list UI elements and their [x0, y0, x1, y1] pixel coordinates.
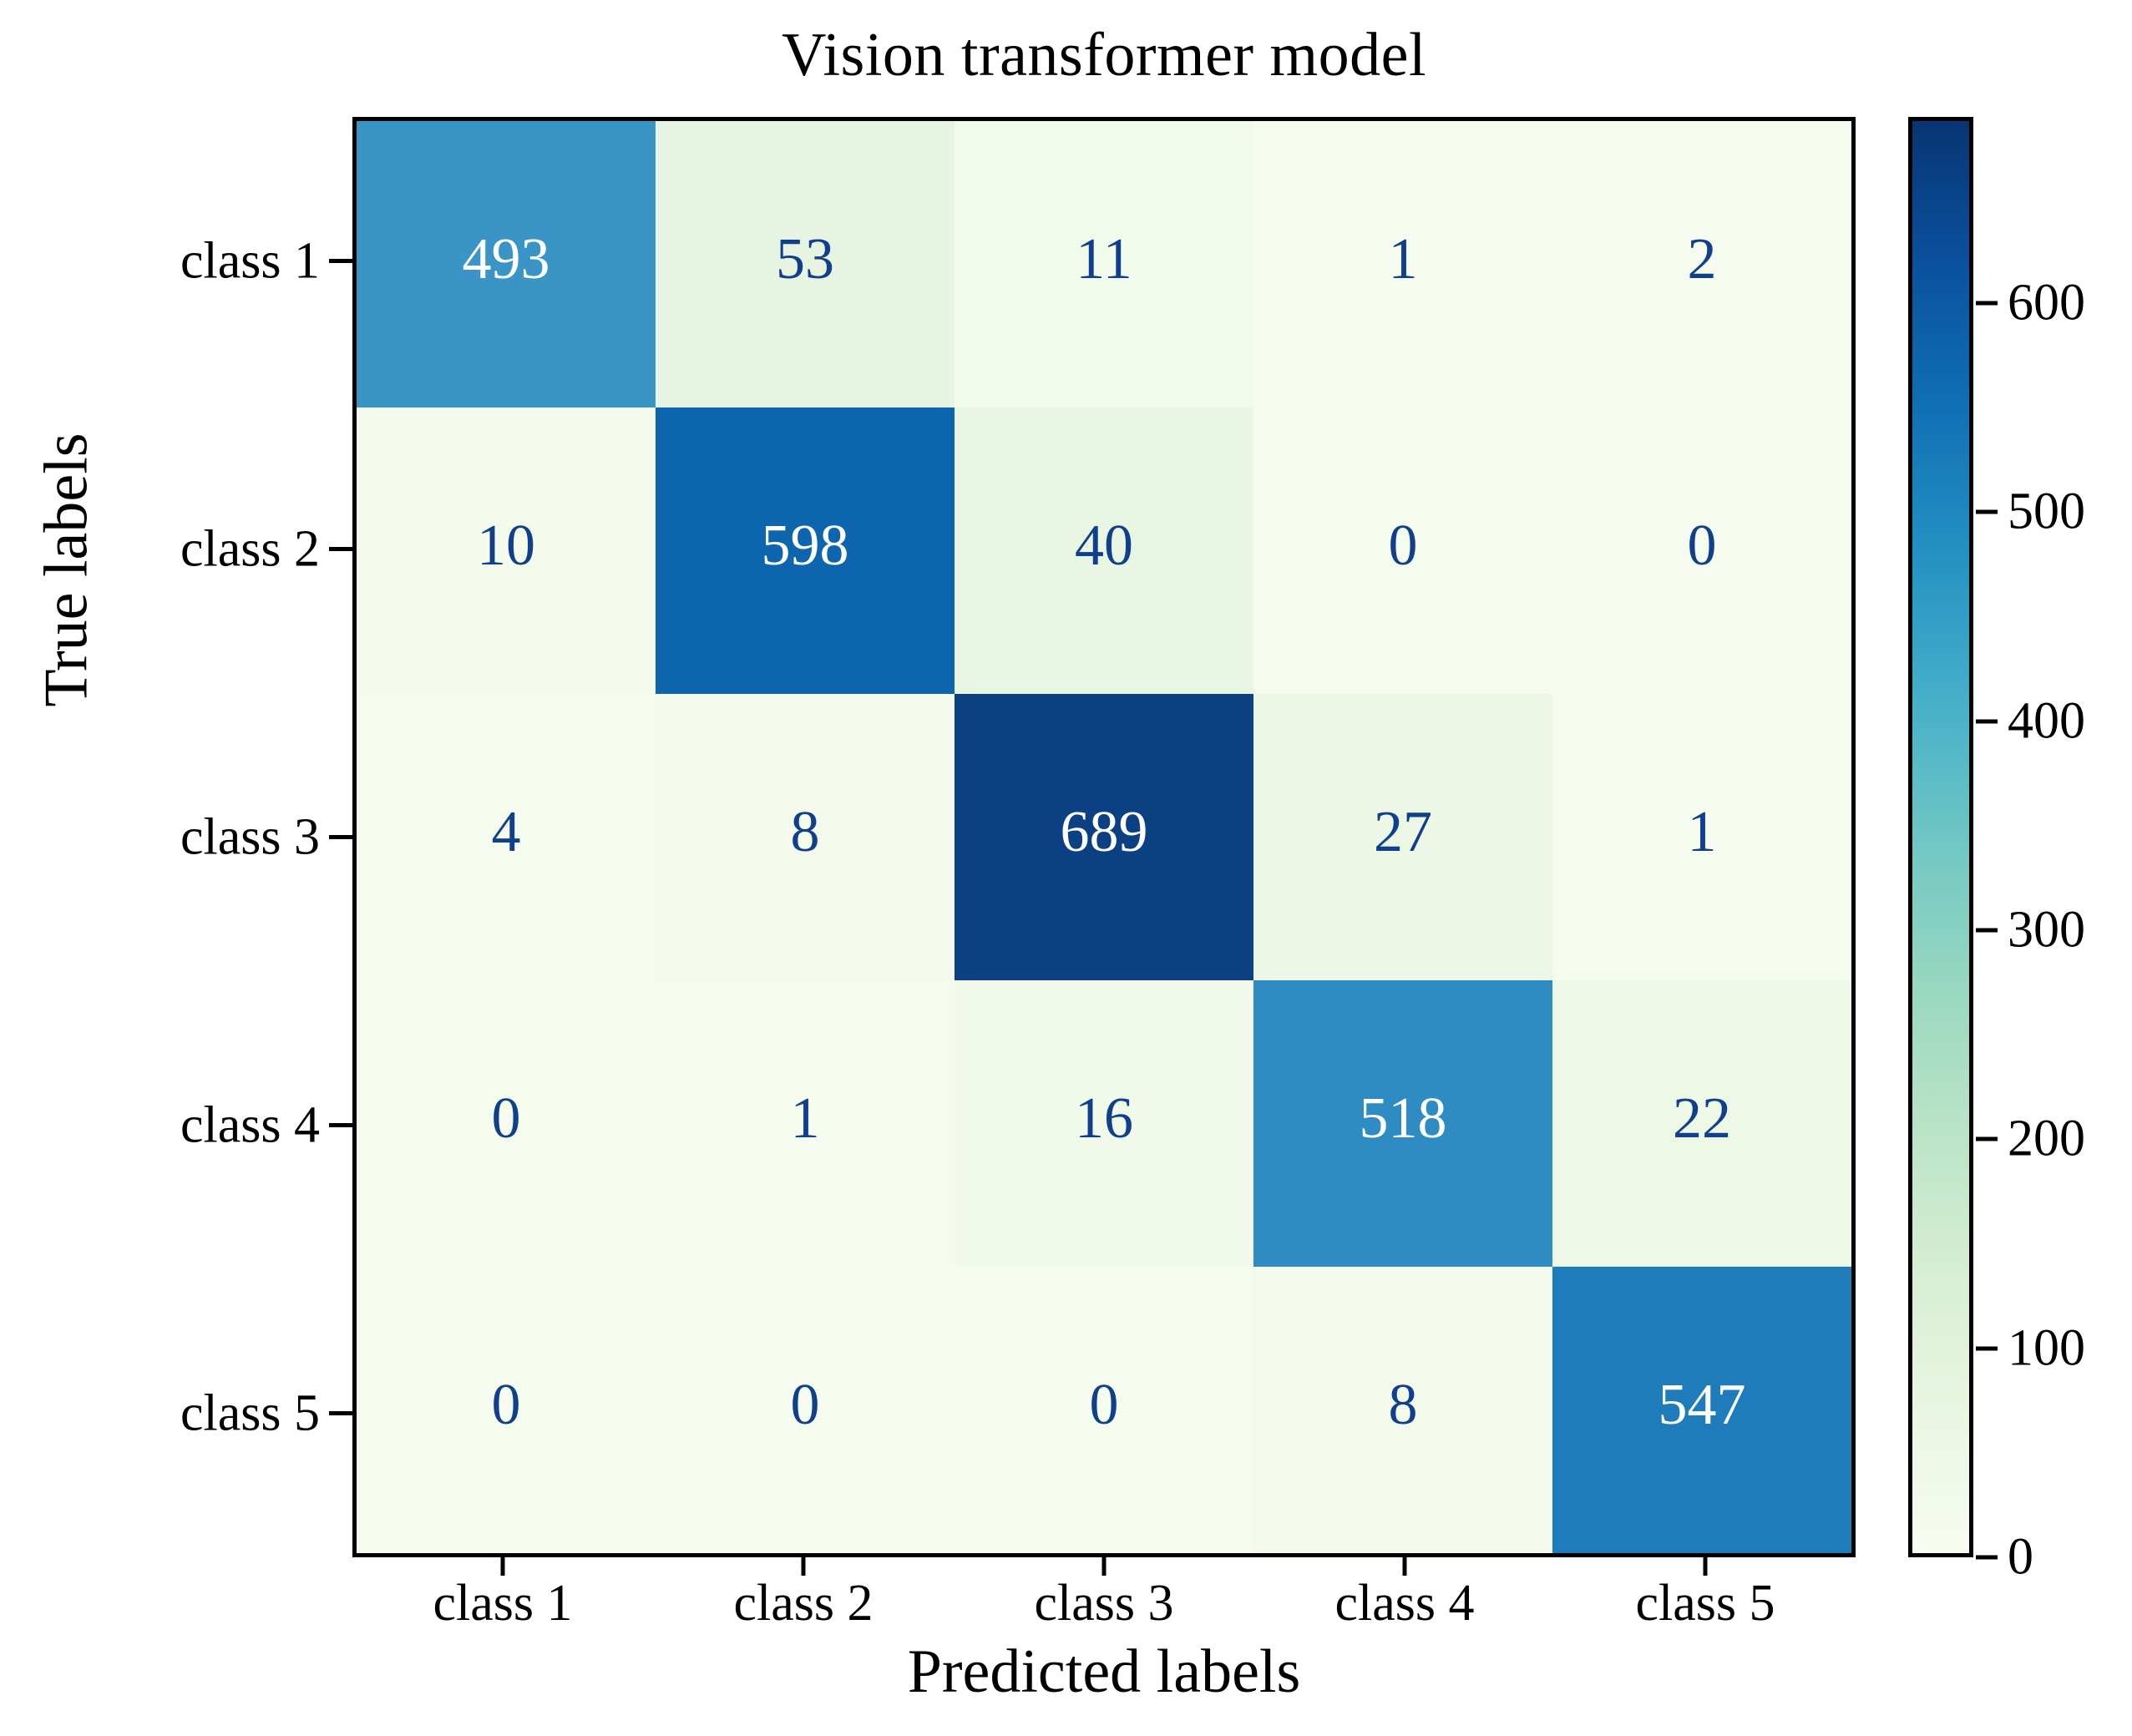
matrix-cell: 547 [1552, 1267, 1851, 1553]
matrix-cell-value: 10 [477, 513, 535, 578]
x-axis-tick-label: class 2 [733, 1575, 874, 1632]
matrix-cell: 8 [1253, 1267, 1552, 1553]
matrix-cell-value: 0 [491, 1372, 521, 1437]
matrix-cell-value: 1 [790, 1086, 820, 1151]
matrix-cell-value: 518 [1359, 1086, 1447, 1151]
matrix-cell-value: 53 [776, 226, 834, 291]
matrix-cell: 689 [955, 694, 1253, 980]
y-axis-tick-mark [329, 259, 352, 263]
matrix-cell-value: 0 [1388, 513, 1418, 578]
colorbar-tick-label: 200 [2008, 1110, 2085, 1167]
matrix-cell-value: 0 [491, 1086, 521, 1151]
colorbar-tick-mark [1976, 719, 1998, 724]
y-axis-tick-label: class 4 [180, 1096, 320, 1153]
matrix-cell: 1 [1253, 121, 1552, 407]
y-axis-tick-mark [329, 1123, 352, 1127]
matrix-cell-value: 2 [1687, 226, 1717, 291]
matrix-cell: 11 [955, 121, 1253, 407]
matrix-cell: 0 [357, 980, 656, 1267]
y-axis-title: True labels [32, 433, 101, 707]
matrix-cell: 1 [656, 980, 955, 1267]
matrix-cell: 4 [357, 694, 656, 980]
colorbar-tick-label: 500 [2008, 483, 2085, 540]
x-axis-tick-mark [1101, 1557, 1107, 1576]
colorbar-tick-mark [1976, 1346, 1998, 1351]
matrix-cell: 598 [656, 407, 955, 694]
matrix-cell-value: 8 [1388, 1372, 1418, 1437]
matrix-cell: 8 [656, 694, 955, 980]
y-axis-tick-label: class 2 [180, 520, 320, 577]
colorbar-tick-mark [1976, 1555, 1998, 1560]
x-axis-tick-label: class 4 [1334, 1575, 1475, 1632]
y-axis-tick-mark [329, 1411, 352, 1415]
matrix-cell-value: 0 [1089, 1372, 1119, 1437]
colorbar-tick-mark [1976, 301, 1998, 306]
colorbar-tick-label: 300 [2008, 901, 2085, 959]
matrix-cell: 0 [1552, 407, 1851, 694]
y-axis-tick-label: class 1 [180, 232, 320, 289]
y-axis-tick-label: class 3 [180, 808, 320, 865]
x-axis-tick-label: class 3 [1034, 1575, 1174, 1632]
colorbar-gradient [1912, 121, 1969, 1553]
colorbar-tick-mark [1976, 1136, 1998, 1141]
matrix-cell: 40 [955, 407, 1253, 694]
matrix-cell-value: 0 [1687, 513, 1717, 578]
y-axis-tick-mark [329, 835, 352, 839]
colorbar-tick-mark [1976, 928, 1998, 933]
matrix-cell-value: 8 [790, 799, 820, 864]
colorbar-tick-label: 0 [2008, 1528, 2033, 1586]
matrix-cell-value: 493 [462, 226, 550, 291]
matrix-cell-value: 40 [1075, 513, 1133, 578]
x-axis-tick-mark [500, 1557, 505, 1576]
x-axis-tick-mark [801, 1557, 806, 1576]
x-axis-title: Predicted labels [907, 1637, 1301, 1706]
x-axis-tick-mark [1703, 1557, 1708, 1576]
matrix-cell: 518 [1253, 980, 1552, 1267]
matrix-cell-value: 689 [1060, 799, 1148, 864]
colorbar-tick-label: 400 [2008, 692, 2085, 750]
y-axis-tick-mark [329, 547, 352, 551]
page-title: Vision transformer model [781, 20, 1427, 89]
matrix-cell-value: 1 [1687, 799, 1717, 864]
colorbar-tick-label: 100 [2008, 1319, 2085, 1377]
matrix-cell-value: 22 [1673, 1086, 1731, 1151]
matrix-cell-value: 547 [1658, 1372, 1746, 1437]
matrix-cell: 53 [656, 121, 955, 407]
x-axis-tick-label: class 1 [433, 1575, 573, 1632]
matrix-cell-value: 0 [790, 1372, 820, 1437]
matrix-cell-value: 27 [1374, 799, 1432, 864]
matrix-cell-value: 598 [761, 513, 849, 578]
matrix-cell: 2 [1552, 121, 1851, 407]
matrix-cell-value: 4 [491, 799, 521, 864]
matrix-cell-value: 1 [1388, 226, 1418, 291]
matrix-cell: 27 [1253, 694, 1552, 980]
matrix-cell: 0 [955, 1267, 1253, 1553]
x-axis-tick-mark [1402, 1557, 1407, 1576]
matrix-cell: 0 [1253, 407, 1552, 694]
matrix-cell: 16 [955, 980, 1253, 1267]
matrix-cell: 10 [357, 407, 656, 694]
matrix-cell-value: 16 [1075, 1086, 1133, 1151]
matrix-cell: 22 [1552, 980, 1851, 1267]
matrix-cell: 0 [656, 1267, 955, 1553]
matrix-cell: 0 [357, 1267, 656, 1553]
colorbar-tick-label: 600 [2008, 274, 2085, 332]
colorbar [1908, 117, 1973, 1557]
matrix-cell: 493 [357, 121, 656, 407]
y-axis-tick-label: class 5 [180, 1384, 320, 1441]
matrix-cell: 1 [1552, 694, 1851, 980]
x-axis-tick-label: class 5 [1635, 1575, 1775, 1632]
colorbar-tick-mark [1976, 509, 1998, 514]
matrix-cell-value: 11 [1076, 226, 1132, 291]
